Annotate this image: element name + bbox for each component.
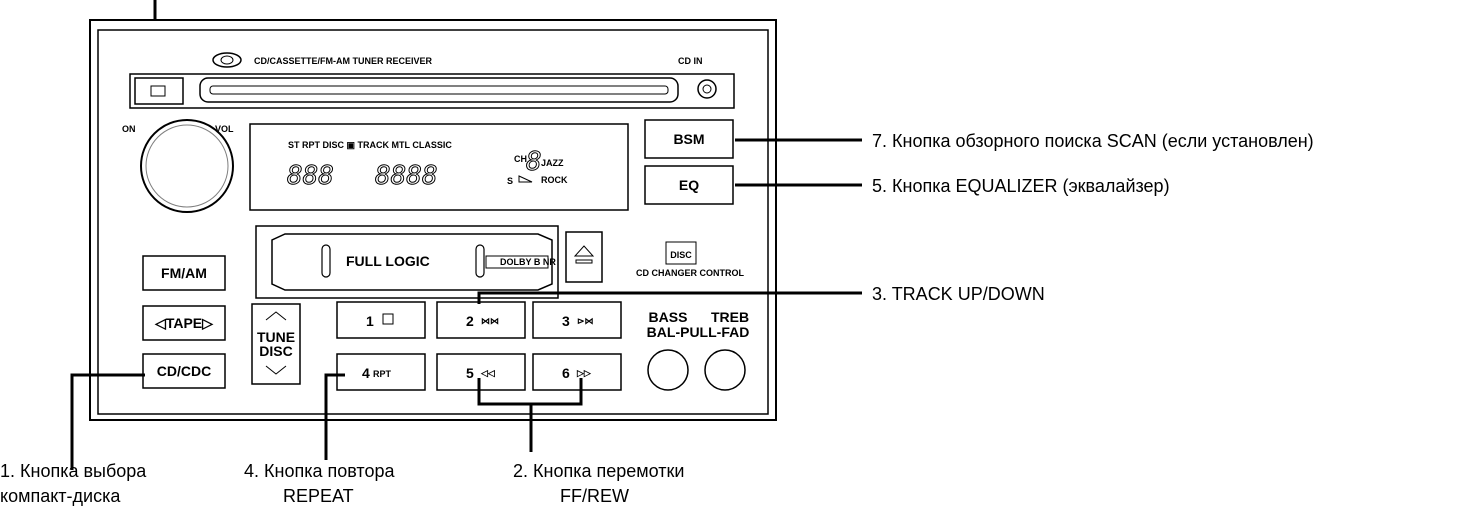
bass-knob[interactable]: [647, 349, 689, 391]
preset-2-button[interactable]: [436, 301, 526, 339]
preset-1-label: 1: [366, 313, 374, 329]
callout-ffrew-line2: FF/REW: [560, 486, 629, 506]
preset-6-label: 6: [562, 365, 570, 381]
callout-eq: 5. Кнопка EQUALIZER (эквалайзер): [872, 176, 1170, 196]
tune-up-icon: [265, 311, 287, 321]
cd-changer-label: CD CHANGER CONTROL: [636, 268, 744, 278]
preset-3-button[interactable]: [532, 301, 622, 339]
callout-repeat-line1: 4. Кнопка повтора: [244, 461, 395, 481]
treb-label: TREB: [711, 309, 749, 325]
callout-scan: 7. Кнопка обзорного поиска SCAN (если ус…: [872, 131, 1314, 151]
eq-button[interactable]: [644, 165, 734, 205]
eject-cd-icon: [150, 85, 166, 97]
callout-track: 3. TRACK UP/DOWN: [872, 284, 1045, 304]
vol-label: VOL: [215, 124, 234, 134]
display-digits-right: 8888: [375, 161, 438, 191]
preset-4-label: 4: [362, 365, 370, 381]
callout-lines: [70, 138, 862, 470]
disc-label: DISC: [259, 343, 292, 359]
brand-text: CD/CASSETTE/FM-AM TUNER RECEIVER: [254, 56, 433, 66]
treble-knob[interactable]: [704, 349, 746, 391]
callout-ffrew-line1: 2. Кнопка перемотки: [513, 461, 684, 481]
fmam-button[interactable]: [142, 255, 226, 291]
preset-5-button[interactable]: [436, 353, 526, 391]
cassette-door: FULL LOGIC DOLBY B NR: [255, 225, 559, 299]
preset-4-rpt: RPT: [373, 369, 392, 379]
eq-label: EQ: [679, 177, 699, 193]
dolby-tag: [485, 255, 549, 269]
preset-2-icon: ⋈⋈: [481, 316, 499, 326]
preset-6-button[interactable]: [532, 353, 622, 391]
display-s: S: [507, 176, 513, 186]
full-logic-label: FULL LOGIC: [346, 253, 430, 269]
callout-cd-line1: 1. Кнопка выбора: [0, 461, 147, 481]
display-rock: ROCK: [541, 175, 568, 185]
on-label: ON: [122, 124, 136, 134]
preset-5-label: 5: [466, 365, 474, 381]
volume-knob[interactable]: [140, 119, 234, 213]
callout-cd-line2: компакт-диска: [0, 486, 121, 506]
tune-down-icon: [265, 365, 287, 375]
preset-6-icon: ▷▷: [576, 368, 592, 378]
tune-label: TUNE: [257, 329, 295, 345]
display-arrow-icon: [518, 175, 533, 183]
display-ch-digit: 8: [526, 147, 542, 177]
brand-logo: [212, 52, 242, 68]
tape-label: ◁TAPE▷: [154, 315, 214, 331]
svg-text:DISC: DISC: [670, 250, 692, 260]
balfad-label: BAL-PULL-FAD: [647, 324, 750, 340]
tape-button[interactable]: [142, 305, 226, 341]
cd-changer-logo: DISC: [665, 241, 697, 265]
cdcdc-button[interactable]: [142, 353, 226, 389]
callout-repeat-line2: REPEAT: [283, 486, 354, 506]
lcd-display: ST RPT DISC ▣ TRACK MTL CLASSIC 888 8888…: [249, 123, 629, 211]
preset-4-button[interactable]: [336, 353, 426, 391]
preset-2-label: 2: [466, 313, 474, 329]
tape-eject-button[interactable]: [565, 231, 603, 283]
display-jazz: JAZZ: [541, 158, 564, 168]
preset-1-button[interactable]: [336, 301, 426, 339]
fmam-label: FM/AM: [161, 265, 207, 281]
dolby-label: DOLBY B NR: [500, 257, 556, 267]
preset-3-icon: ⊳⋈: [577, 316, 594, 326]
preset-1-icon: [382, 313, 394, 325]
cdcdc-label: CD/CDC: [157, 363, 211, 379]
bsm-label: BSM: [673, 131, 704, 147]
bsm-button[interactable]: [644, 119, 734, 159]
preset-5-icon: ◁◁: [480, 368, 496, 378]
preset-3-label: 3: [562, 313, 570, 329]
eject-icon: [573, 245, 595, 264]
display-indicators: ST RPT DISC ▣ TRACK MTL CLASSIC: [288, 140, 452, 150]
display-ch: CH: [514, 154, 527, 164]
tune-disc-rocker[interactable]: [251, 303, 301, 385]
bass-label: BASS: [649, 309, 688, 325]
display-digits-left: 888: [287, 161, 334, 191]
cd-in-label: CD IN: [678, 56, 703, 66]
